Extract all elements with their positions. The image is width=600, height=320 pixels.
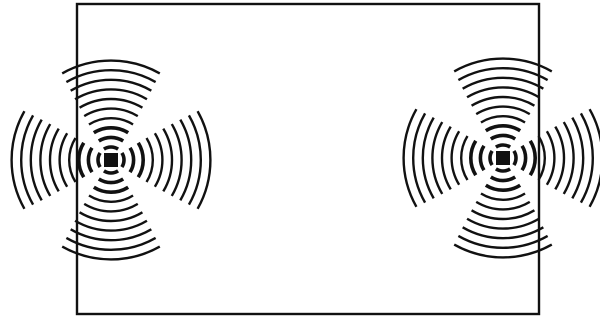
source-left-wave-left-6: [50, 129, 59, 192]
source-left-wave-right-3: [138, 143, 143, 177]
source-right-wave-down-1: [496, 169, 510, 171]
source-right-wave-down-6: [472, 210, 535, 219]
source-left-wave-down-2: [99, 179, 123, 183]
source-left-wave-down-4: [89, 196, 133, 202]
source-right-wave-down-4: [481, 194, 525, 200]
source-right-wave-up-1: [496, 145, 510, 147]
source-right-square: [496, 151, 510, 165]
source-right-wave-up-5: [476, 107, 530, 115]
source-right-wave-down-5: [476, 202, 530, 210]
source-left-wave-down-6: [80, 212, 143, 221]
source-right-emitter: [404, 59, 600, 258]
source-left-wave-right-10: [198, 111, 211, 209]
source-left-wave-left-1: [98, 153, 100, 167]
source-left-lobe-left: [12, 111, 101, 209]
source-left-lobe-right: [122, 111, 211, 209]
source-right-lobe-right: [514, 109, 600, 207]
source-right-wave-right-2: [522, 146, 526, 170]
source-left-wave-up-3: [94, 128, 128, 133]
source-left-wave-left-4: [69, 138, 75, 182]
source-right-lobe-left: [404, 109, 493, 207]
source-right-wave-up-4: [481, 116, 525, 122]
source-right-lobe-down: [454, 169, 552, 258]
source-left-wave-up-6: [80, 99, 143, 108]
source-left-wave-right-2: [130, 148, 134, 172]
source-right-wave-right-5: [547, 131, 555, 185]
source-right-wave-right-7: [564, 122, 574, 194]
source-left-wave-up-1: [104, 147, 118, 149]
source-left-wave-down-5: [84, 204, 138, 212]
source-left-wave-up-2: [99, 137, 123, 141]
source-left-emitter: [12, 61, 211, 260]
source-right-wave-up-3: [486, 126, 520, 131]
source-right-wave-down-3: [486, 185, 520, 190]
source-right-wave-right-3: [530, 141, 535, 175]
source-left-square: [104, 153, 118, 167]
source-left-wave-left-3: [79, 143, 84, 177]
source-right-wave-up-7: [467, 87, 539, 97]
source-left-wave-left-5: [60, 133, 68, 187]
source-right-wave-left-10: [404, 109, 417, 207]
source-left-wave-left-10: [12, 111, 25, 209]
source-right-wave-right-10: [590, 109, 600, 207]
source-right-wave-down-7: [467, 219, 539, 229]
source-right-lobe-up: [454, 59, 552, 148]
source-right-wave-left-7: [432, 122, 442, 194]
source-left-wave-left-7: [40, 124, 50, 196]
source-right-wave-up-6: [472, 97, 535, 106]
source-left-wave-up-7: [75, 89, 147, 99]
source-left-wave-up-4: [89, 118, 133, 124]
source-left-wave-right-5: [155, 133, 163, 187]
source-right-wave-left-6: [442, 127, 451, 190]
source-right-wave-right-6: [555, 127, 564, 190]
source-left-wave-right-7: [172, 124, 182, 196]
source-right-wave-left-4: [461, 136, 467, 180]
source-left-wave-down-3: [94, 187, 128, 192]
source-left-wave-down-7: [75, 221, 147, 231]
source-right-wave-left-2: [480, 146, 484, 170]
source-right-wave-right-1: [514, 151, 516, 165]
source-right-wave-left-1: [490, 151, 492, 165]
source-left-wave-right-6: [163, 129, 172, 192]
source-left-wave-left-2: [88, 148, 92, 172]
source-left-wave-right-1: [122, 153, 124, 167]
source-right-wave-down-2: [491, 177, 515, 181]
source-right-wave-left-5: [452, 131, 460, 185]
source-right-wave-up-10: [454, 59, 552, 72]
source-right-wave-up-2: [491, 135, 515, 139]
source-left-wave-right-4: [147, 138, 153, 182]
source-left-wave-down-1: [104, 171, 118, 173]
source-right-wave-down-10: [454, 245, 552, 258]
source-left-wave-up-5: [84, 109, 138, 117]
source-right-wave-left-3: [471, 141, 476, 175]
